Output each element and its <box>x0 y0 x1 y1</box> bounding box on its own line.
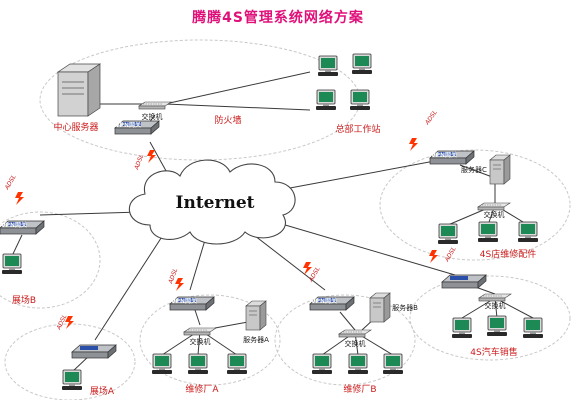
parts-workstation-2 <box>477 221 499 243</box>
showroom-b-vpn-label: VPN网关 <box>1 221 27 229</box>
repair-a-workstation-2 <box>187 353 209 375</box>
hq-switch-label: 交换机 <box>142 112 163 121</box>
internet-label: Internet <box>176 193 255 213</box>
sales-label: 4S汽车销售 <box>470 346 517 358</box>
sales-vpn-gateway <box>441 274 487 289</box>
parts-workstation-3 <box>517 221 539 243</box>
sales-workstation-2 <box>486 315 508 337</box>
showroom-a-label: 展场A <box>90 386 115 397</box>
parts-switch-label: 交换机 <box>484 210 505 219</box>
showroom-b-zone <box>0 211 101 309</box>
repair-b-zone <box>274 294 416 386</box>
server-c-label: 服务器C <box>461 165 487 174</box>
repair-a-switch <box>183 327 217 336</box>
adsl-label-hq: ADSL <box>133 153 145 171</box>
hq-workstation-3 <box>315 89 337 111</box>
adsl-label-showroom-b: ADSL <box>3 174 18 192</box>
sales-zone <box>409 275 571 361</box>
adsl-label-showroom-a: ADSL <box>55 313 68 331</box>
repair-a-zone <box>139 294 281 386</box>
server-b <box>369 292 391 323</box>
showroom-a-vpn-gateway <box>71 344 117 359</box>
server-a <box>245 300 267 331</box>
parts-vpn-label: VPN网关 <box>431 151 457 159</box>
repair-b-switch-label: 交换机 <box>345 339 366 348</box>
sales-switch <box>478 293 512 302</box>
connection-lines <box>11 71 534 373</box>
server-c <box>489 154 511 185</box>
adsl-label-parts: ADSL <box>423 109 438 127</box>
repair-b-vpn-label: VPN网关 <box>311 297 337 305</box>
parts-switch <box>477 202 511 211</box>
sales-workstation-3 <box>522 317 544 339</box>
hq-workstation-label: 总部工作站 <box>335 123 380 135</box>
adsl-label-sales: ADSL <box>443 246 458 264</box>
hq-switch <box>138 101 172 110</box>
parts-workstation-1 <box>437 223 459 245</box>
repair-b-workstation-3 <box>382 353 404 375</box>
central-server <box>56 63 102 117</box>
repair-a-switch-label: 交换机 <box>190 337 211 346</box>
central-server-label: 中心服务器 <box>53 121 98 133</box>
repair-b-label: 维修厂B <box>343 383 376 395</box>
lightning-icon <box>175 278 184 291</box>
repair-b-workstation-1 <box>311 353 333 375</box>
sales-switch-label: 交换机 <box>485 301 506 310</box>
hq-workstation-4 <box>349 89 371 111</box>
repair-b-switch <box>338 329 372 338</box>
parts-label: 4S店维修配件 <box>480 248 536 260</box>
lightning-icon <box>429 250 438 263</box>
lightning-icon <box>409 138 418 151</box>
internet-cloud: Internet <box>128 159 296 245</box>
parts-zone <box>379 149 571 261</box>
server-b-label: 服务器B <box>392 303 418 312</box>
server-a-label: 服务器A <box>243 335 269 344</box>
repair-a-workstation-3 <box>226 353 248 375</box>
lightning-icon <box>15 192 24 205</box>
zone-boundaries <box>0 39 571 400</box>
hq-workstation-1 <box>317 55 339 77</box>
repair-a-vpn-label: VPN网关 <box>171 297 197 305</box>
repair-a-workstation-1 <box>151 353 173 375</box>
diagram-title: 腾腾4S管理系统网络方案 <box>192 9 364 26</box>
hq-workstation-2 <box>351 53 373 75</box>
lightning-icon <box>147 150 156 163</box>
showroom-b-label: 展场B <box>12 295 36 306</box>
showroom-a-workstation <box>61 369 83 391</box>
repair-b-workstation-2 <box>347 353 369 375</box>
hq-vpn-label: VPN网关 <box>115 121 141 129</box>
firewall-label: 防火墙 <box>214 114 241 126</box>
sales-workstation-1 <box>451 317 473 339</box>
showroom-b-workstation <box>1 253 23 275</box>
repair-a-label: 维修厂A <box>185 383 219 395</box>
